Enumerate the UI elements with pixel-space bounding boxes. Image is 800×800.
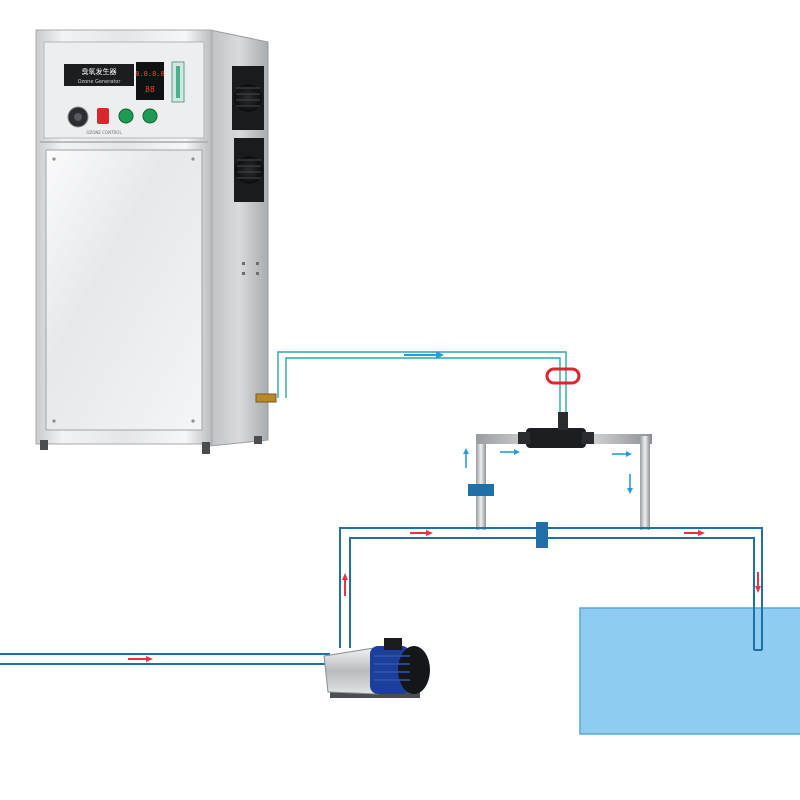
arrow-right-icon [128, 656, 153, 662]
panel-title-cn: 臭氧发生器 [82, 67, 117, 76]
side-connector [256, 272, 259, 275]
display-value: 8.8.8.8 [135, 70, 165, 78]
arrow-right-icon [684, 530, 705, 536]
venturi-injector [518, 412, 594, 448]
knob-center [74, 113, 82, 121]
bypass-loop [468, 434, 652, 530]
pump-motor [370, 646, 410, 694]
display-value-2: 88 [145, 85, 155, 94]
door-screw [52, 419, 56, 423]
arrow-right-icon [410, 530, 433, 536]
side-connector [256, 262, 259, 265]
panel-caption: OZONE CONTROL [86, 130, 122, 135]
cabinet-foot [40, 440, 48, 450]
ozone-outlet-nozzle [255, 393, 277, 403]
panel-title-en: Ozone Generator [78, 79, 122, 85]
water-tank [579, 607, 800, 735]
arrow-down-icon [755, 572, 761, 593]
flowmeter-tube [176, 66, 180, 98]
arrow-up-icon [463, 448, 469, 468]
valve-icon [545, 367, 581, 385]
start-button[interactable] [118, 108, 134, 124]
arrow-right-icon [612, 451, 632, 457]
water-pump [323, 638, 430, 698]
side-connector [242, 262, 245, 265]
fan-icon [235, 156, 263, 184]
stop-button[interactable] [142, 108, 158, 124]
digital-display [136, 62, 164, 100]
water-pipe [0, 527, 763, 665]
arrow-right-icon [404, 351, 444, 359]
pump-housing [323, 647, 379, 695]
cabinet-door [45, 149, 203, 431]
arrow-up-icon [342, 573, 348, 596]
panel-label [64, 64, 134, 86]
terminal-box [384, 638, 402, 650]
cabinet-foot [202, 442, 210, 454]
door-screw [52, 157, 56, 161]
bypass-valve-left [468, 484, 494, 496]
arrow-down-icon [627, 474, 633, 494]
bypass-pipe-left [476, 436, 486, 530]
cabinet-foot [254, 436, 262, 444]
motor-endcap [398, 646, 430, 694]
fan-icon [234, 84, 262, 112]
power-switch[interactable] [97, 108, 109, 124]
inline-valve [536, 522, 548, 548]
door-screw [191, 419, 195, 423]
door-screw [191, 157, 195, 161]
bypass-pipe-right [640, 436, 650, 530]
ozone-generator: 臭氧发生器 Ozone Generator 8.8.8.8 88 OZONE C… [35, 29, 277, 454]
arrow-right-icon [500, 449, 520, 455]
side-connector [242, 272, 245, 275]
ozone-gas-line [277, 351, 567, 414]
